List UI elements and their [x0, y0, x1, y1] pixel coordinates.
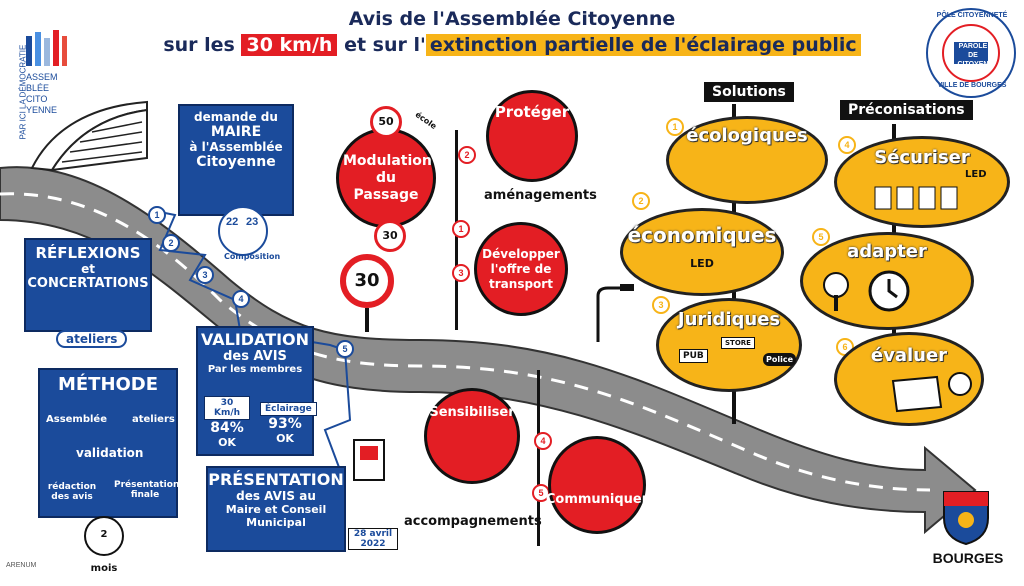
- bourges-crest: [943, 491, 989, 546]
- step-number-1: 1: [148, 206, 166, 224]
- accompagnements-label: accompagnements: [404, 514, 542, 529]
- hands-icon: [26, 30, 67, 66]
- modulation-circle: Modulation du Passage: [336, 128, 436, 228]
- communiquer-circle: Communiquer: [546, 436, 648, 534]
- title-line2: sur les 30 km/h et sur l'extinction part…: [150, 34, 874, 56]
- preco-securiser: Sécuriser LED: [834, 136, 1010, 228]
- solution-number-1: 1: [666, 118, 684, 136]
- document-icon: [353, 439, 385, 481]
- speed-number-4: 4: [534, 432, 552, 450]
- pole-citoyennete-logo: [926, 8, 1016, 98]
- clock-icon: [868, 270, 910, 312]
- step-number-5: 5: [336, 340, 354, 358]
- step2-reflexions-box: RÉFLEXIONS et CONCERTATIONS: [24, 238, 152, 332]
- checklist-icon: [891, 375, 943, 413]
- composition-badge: 22 23: [218, 206, 268, 256]
- step-number-2: 2: [162, 234, 180, 252]
- lighting-highlight: extinction partielle de l'éclairage publ…: [425, 34, 861, 56]
- duree-badge: 2 mois: [84, 516, 124, 574]
- speed-number-2: 2: [458, 146, 476, 164]
- sign-pole: [365, 308, 369, 332]
- solution-juridiques: Juridiques PUB STORE Police: [656, 298, 802, 392]
- step-number-4: 4: [232, 290, 250, 308]
- credit-label: ARENUM: [6, 562, 37, 569]
- vote-eclairage: Éclairage 93% OK: [260, 396, 317, 445]
- composition-label: Composition: [224, 252, 281, 261]
- page-title: Avis de l'Assemblée Citoyenne sur les 30…: [150, 8, 874, 56]
- speed-number-1: 1: [452, 220, 470, 238]
- solutions-header: Solutions: [704, 82, 794, 102]
- euro-icon: [948, 372, 972, 396]
- solution-number-2: 2: [632, 192, 650, 210]
- vote-30kmh: 30 Km/h 84% OK: [204, 396, 250, 449]
- step-number-3: 3: [196, 266, 214, 284]
- title-line1: Avis de l'Assemblée Citoyenne: [348, 8, 676, 30]
- street-lamp-icon: [596, 284, 634, 342]
- speed-sign-30: 30: [340, 254, 394, 308]
- logo-ring-bottom: VILLE DE BOURGES: [937, 82, 1007, 89]
- sign-50: 50: [370, 106, 402, 138]
- speed-highlight: 30 km/h: [241, 34, 338, 56]
- proteger-circle: Protéger: [486, 90, 578, 182]
- logo-ring-top: PÔLE CITOYENNETÉ: [936, 12, 1008, 19]
- step1-demande-box: demande du MAIRE à l'Assemblée Citoyenne: [178, 104, 294, 216]
- step4-validation-box: VALIDATION des AVIS Par les membres 30 K…: [196, 326, 317, 456]
- solution-number-3: 3: [652, 296, 670, 314]
- crosswalk-icon: [874, 186, 958, 210]
- preconisations-header: Préconisations: [840, 100, 973, 120]
- tree-icon: [823, 272, 849, 311]
- speed-number-3: 3: [452, 264, 470, 282]
- date-tag: 28 avril 2022: [348, 528, 398, 550]
- sensibiliser-circle: Sensibiliser: [424, 388, 520, 484]
- preco-evaluer: évaluer: [834, 332, 984, 426]
- building-icon: [30, 100, 148, 172]
- solution-ecologiques: écologiques: [666, 116, 828, 204]
- lamp-post-2: [537, 370, 540, 546]
- sign-30-small: 30: [374, 220, 406, 252]
- preco-adapter: adapter: [800, 232, 974, 330]
- logo-center: PAROLE DE CITOYEN: [957, 43, 989, 68]
- bourges-label: BOURGES: [932, 550, 1004, 566]
- amenagements-label: aménagements: [484, 188, 597, 203]
- step3-methode-box: MÉTHODE Assemblée ateliers validation ré…: [38, 368, 179, 518]
- preco-number-4: 4: [838, 136, 856, 154]
- solution-economiques: économiques LED: [620, 208, 784, 296]
- preco-number-5: 5: [812, 228, 830, 246]
- developper-circle: Développer l'offre de transport: [474, 222, 568, 316]
- ateliers-tag: ateliers: [56, 330, 128, 348]
- step5-presentation-box: PRÉSENTATION des AVIS au Maire et Consei…: [206, 466, 346, 552]
